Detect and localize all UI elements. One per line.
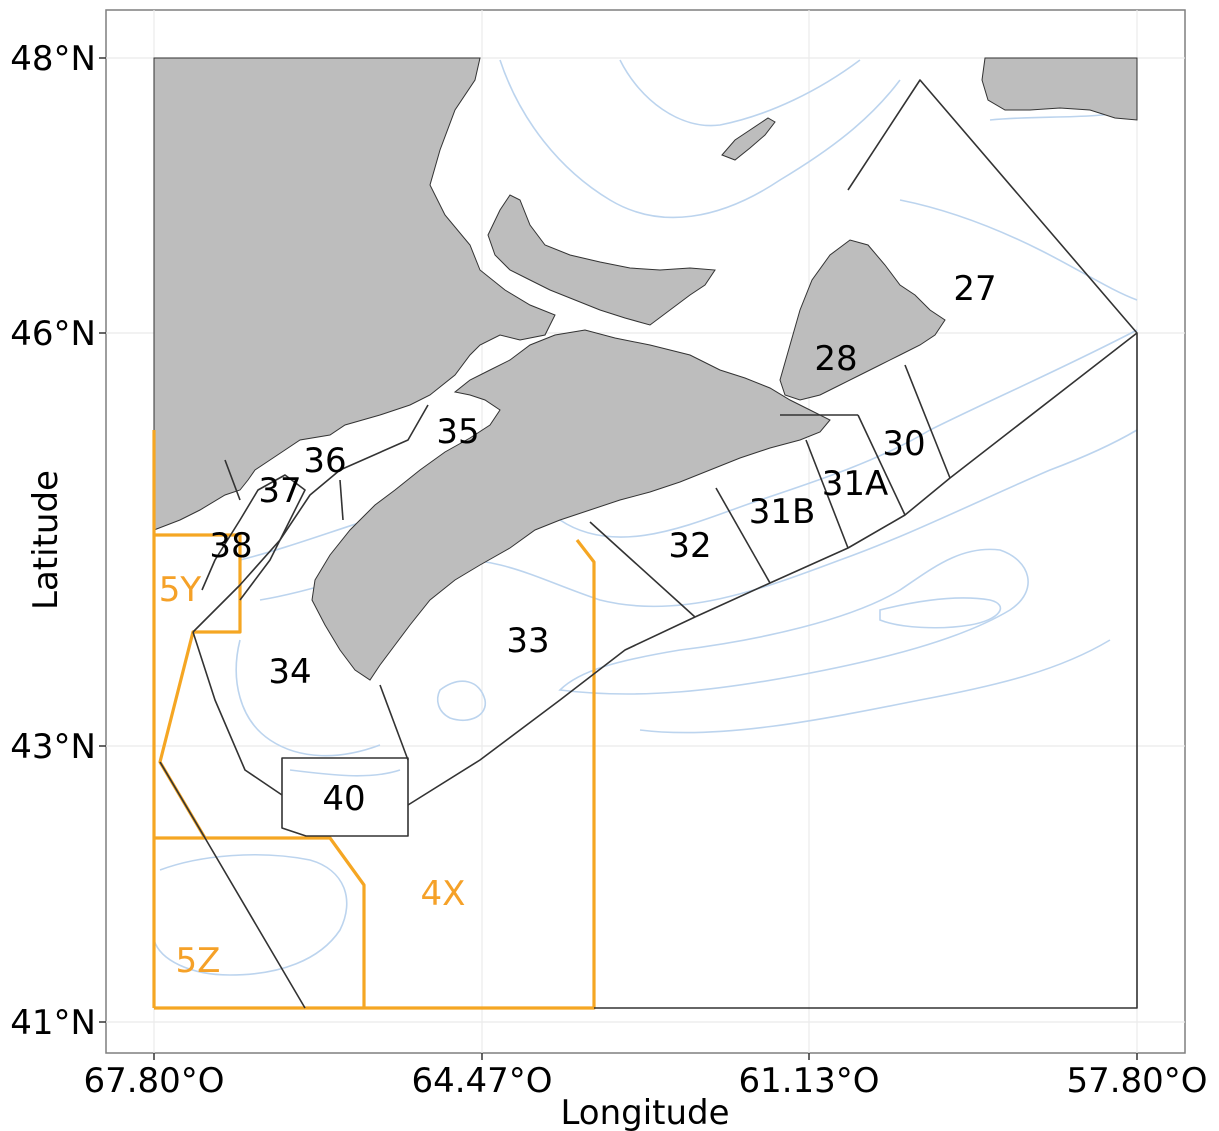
land-magdalen [721, 117, 776, 161]
x-tick-label-3: 61.13°O [738, 1061, 879, 1101]
zone-border-27-30 [904, 364, 951, 479]
zone-border-5y-inner [224, 459, 241, 501]
contour-gulf [499, 59, 901, 219]
zone-label-36: 36 [303, 441, 346, 481]
contour-gulf-maine [235, 639, 381, 757]
x-tick-label-1: 67.80°O [83, 1061, 224, 1101]
contour-basin [289, 769, 401, 777]
contour-laurentian [899, 199, 1138, 301]
zone-label-38: 38 [209, 526, 252, 566]
zone-label-31a: 31A [822, 464, 889, 504]
y-tick-label-4: 41°N [10, 1003, 96, 1043]
zone-border-37-38 [201, 474, 306, 601]
nafo-label-5z: 5Z [176, 941, 221, 981]
y-tick-label-2: 46°N [10, 314, 96, 354]
zone-label-40: 40 [322, 779, 365, 819]
zone-label-27: 27 [953, 269, 996, 309]
x-tick-label-2: 64.47°O [411, 1061, 552, 1101]
zone-border-30-31a [857, 414, 906, 516]
zone-border-38-34 [192, 404, 429, 633]
axis-ticks: 67.80°O 64.47°O 61.13°O 57.80°O 48°N 46°… [10, 39, 1207, 1101]
zone-shelf-edge [407, 332, 1138, 806]
zone-label-28: 28 [814, 339, 857, 379]
zone-border-36 [339, 479, 344, 521]
zone-labels: 27 28 30 31A 31B 32 33 34 35 36 37 38 40 [209, 269, 996, 819]
zone-label-32: 32 [668, 526, 711, 566]
zone-border-georges [159, 761, 306, 1009]
zone-borders [159, 79, 1138, 1009]
land-masses [153, 57, 1138, 681]
nafo-label-4x: 4X [421, 874, 466, 914]
land-cape-breton [779, 239, 946, 401]
zone-border-34-west [192, 631, 283, 796]
contour-banks [558, 548, 1029, 695]
zone-label-33: 33 [506, 621, 549, 661]
contour-east-shelf [639, 639, 1111, 734]
x-tick-label-4: 57.80°O [1066, 1061, 1207, 1101]
nafo-border-4x-5z [154, 539, 596, 1010]
y-tick-label-1: 48°N [10, 39, 96, 79]
nafo-labels: 5Y 4X 5Z [159, 570, 466, 981]
land-newfoundland [981, 57, 1138, 121]
zone-border-33-34 [379, 684, 409, 761]
contour-gulf-2 [619, 59, 861, 127]
zone-border-31b-32 [715, 487, 771, 584]
zone-label-35: 35 [436, 412, 479, 452]
land-pei [487, 194, 716, 326]
zone-label-31b: 31B [749, 492, 816, 532]
contour-georges [153, 854, 348, 976]
zone-label-37: 37 [258, 471, 301, 511]
nafo-label-5y: 5Y [159, 570, 202, 610]
zone-label-34: 34 [268, 652, 311, 692]
x-axis-title: Longitude [560, 1093, 729, 1131]
y-tick-label-3: 43°N [10, 727, 96, 767]
zone-border-32-33 [589, 521, 696, 618]
zone-border-31a-31b [805, 439, 849, 549]
zone-40-box [281, 757, 409, 837]
zone-label-30: 30 [882, 424, 925, 464]
land-nova-scotia [311, 329, 831, 681]
y-axis-title: Latitude [26, 470, 66, 610]
contour-emerald [436, 680, 486, 722]
land-mainland [153, 57, 556, 531]
contour-sable-bank [879, 597, 1002, 629]
